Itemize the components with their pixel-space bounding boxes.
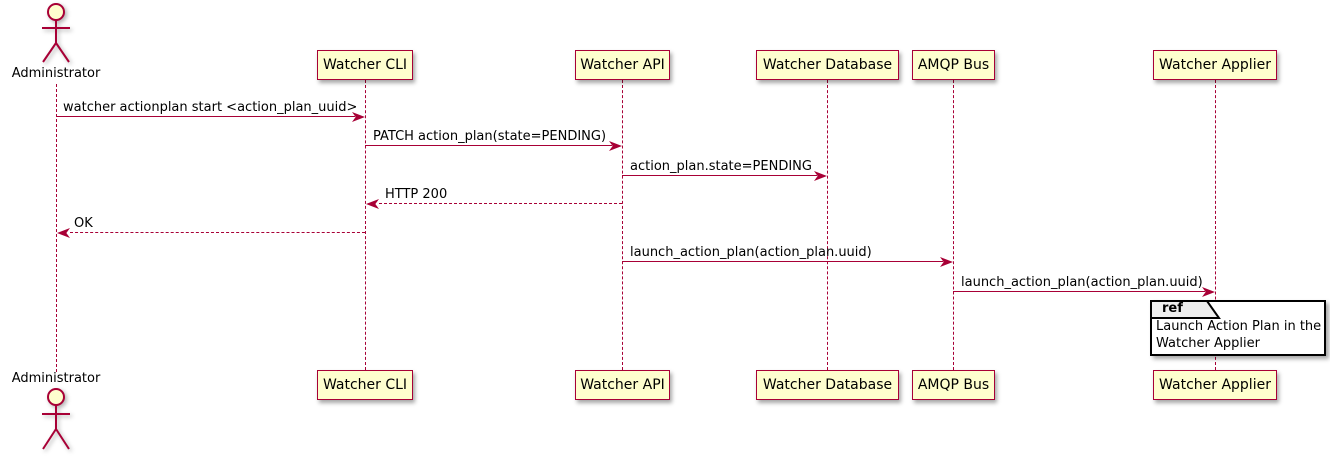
participant-amqp-bus-top: AMQP Bus (912, 50, 995, 80)
message-line (379, 203, 622, 204)
participant-watcher-cli-top: Watcher CLI (317, 50, 413, 80)
message-label: launch_action_plan(action_plan.uuid) (630, 245, 872, 260)
message-line (70, 232, 365, 233)
arrowhead-icon (814, 171, 827, 181)
message-label: action_plan.state=PENDING (630, 159, 812, 174)
participant-label: Watcher Database (762, 377, 893, 393)
arrowhead-icon (1202, 287, 1215, 297)
message-line (56, 116, 355, 117)
arrowhead-icon (940, 257, 953, 267)
actor-icon (42, 388, 70, 450)
message-label: HTTP 200 (385, 187, 448, 202)
lifeline-watcher-applier (1215, 80, 1216, 370)
participant-label: Watcher Database (762, 57, 893, 73)
participant-label: Watcher CLI (322, 377, 408, 393)
participant-watcher-applier-top: Watcher Applier (1153, 50, 1277, 80)
participant-administrator-bottom: Administrator (11, 371, 101, 386)
arrowhead-icon (352, 112, 365, 122)
message-line (365, 145, 612, 146)
participant-label: Watcher CLI (322, 57, 408, 73)
participant-label: Watcher API (580, 57, 665, 73)
actor-icon (42, 3, 70, 63)
lifeline-watcher-api (622, 80, 623, 370)
lifeline-administrator (56, 84, 57, 372)
participant-watcher-database-bottom: Watcher Database (756, 370, 899, 400)
message-line (622, 175, 817, 176)
message-line (622, 261, 943, 262)
ref-text-line1: Launch Action Plan in the (1156, 319, 1322, 334)
lifeline-watcher-database (827, 80, 828, 370)
participant-watcher-applier-bottom: Watcher Applier (1153, 370, 1277, 400)
arrowhead-icon (57, 228, 70, 238)
participant-label: Watcher Applier (1159, 57, 1271, 73)
participant-label: Watcher Applier (1159, 377, 1271, 393)
participant-amqp-bus-bottom: AMQP Bus (912, 370, 995, 400)
message-label: launch_action_plan(action_plan.uuid) (961, 275, 1203, 290)
participant-watcher-cli-bottom: Watcher CLI (317, 370, 413, 400)
message-label: PATCH action_plan(state=PENDING) (373, 129, 607, 144)
participant-label: Watcher API (580, 377, 665, 393)
ref-text-line2: Watcher Applier (1156, 336, 1260, 351)
participant-watcher-api-bottom: Watcher API (575, 370, 670, 400)
lifeline-amqp-bus (953, 80, 954, 370)
participant-watcher-database-top: Watcher Database (756, 50, 899, 80)
participant-label: AMQP Bus (917, 377, 990, 393)
message-label: OK (74, 216, 93, 231)
ref-tab (1150, 300, 1221, 319)
message-label: watcher actionplan start <action_plan_uu… (63, 100, 358, 115)
lifeline-watcher-cli (365, 80, 366, 370)
arrowhead-icon (366, 199, 379, 209)
message-line (953, 291, 1205, 292)
participant-watcher-api-top: Watcher API (575, 50, 670, 80)
participant-label: AMQP Bus (917, 57, 990, 73)
ref-keyword: ref (1162, 301, 1183, 316)
arrowhead-icon (609, 141, 622, 151)
participant-administrator-top: Administrator (11, 66, 101, 81)
